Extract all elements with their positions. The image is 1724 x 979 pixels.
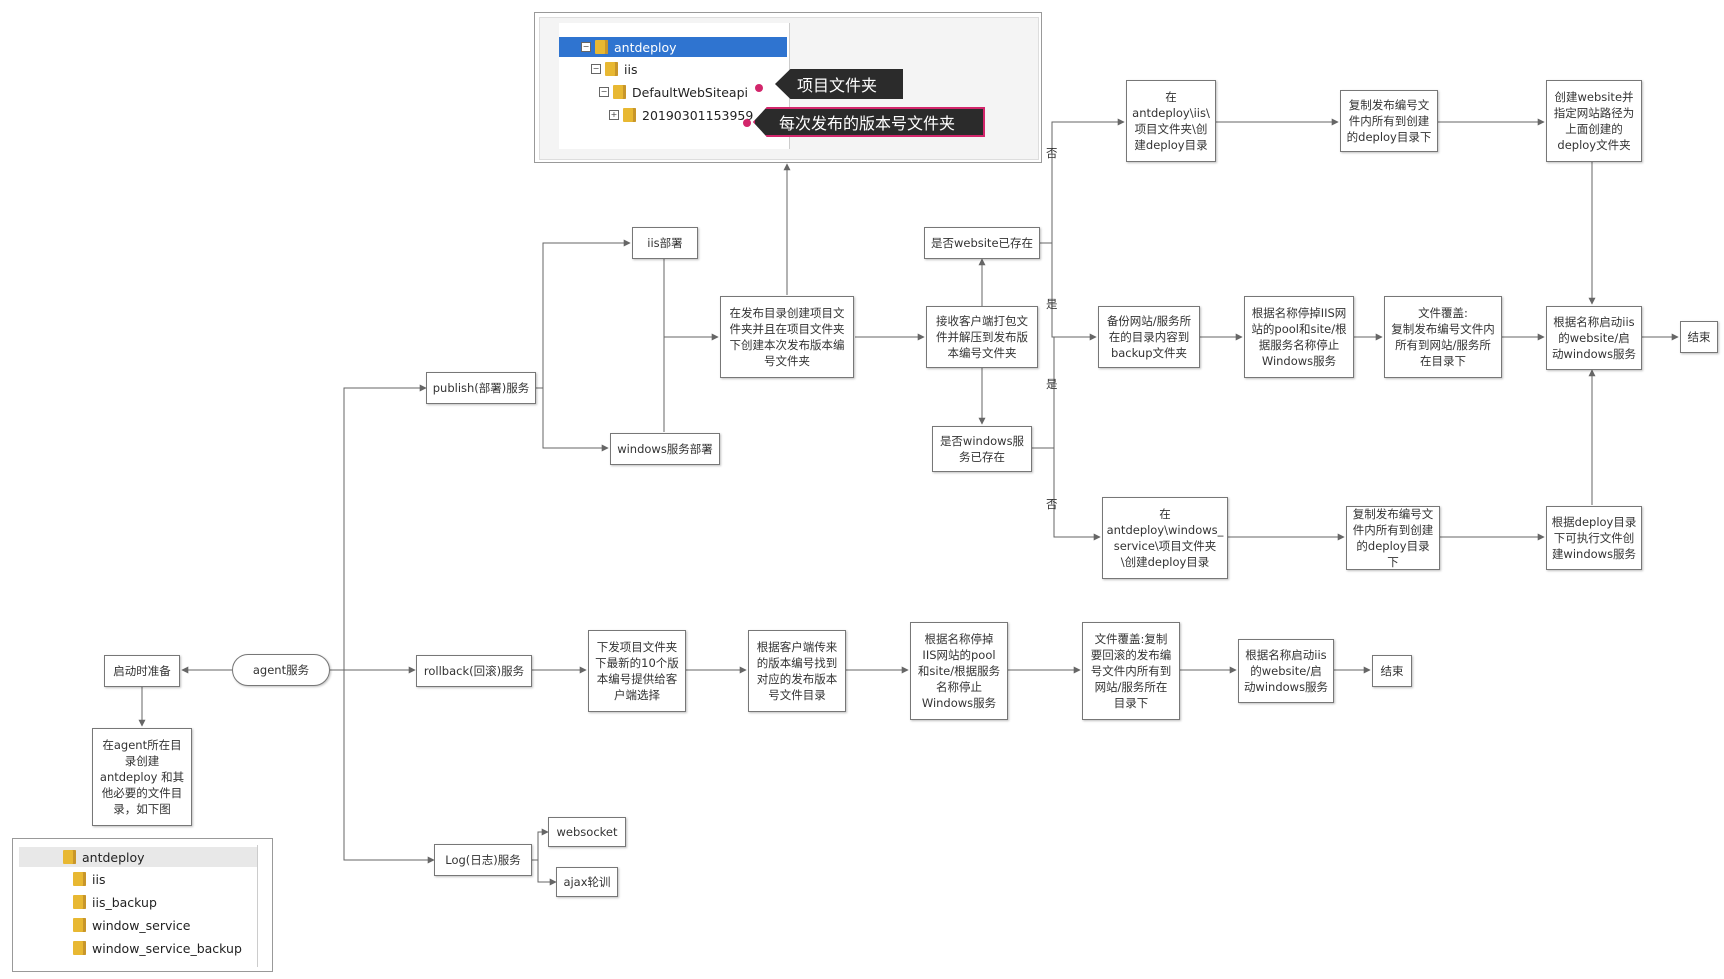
- folder-icon: [73, 918, 86, 932]
- folder-icon: [73, 941, 86, 955]
- tree-row-iis-top: − iis: [591, 59, 637, 79]
- tree-row-version: + 20190301153959: [609, 105, 753, 125]
- tree-row-antdeploy-top: − antdeploy: [559, 37, 787, 57]
- tree-row-window-service: window_service: [73, 915, 190, 935]
- node-end-rollback: 结束: [1372, 655, 1412, 687]
- node-receive-package: 接收客户端打包文 件并解压到发布版 本编号文件夹: [926, 306, 1038, 368]
- node-rb-overwrite: 文件覆盖:复制 要回滚的发布编 号文件内所有到 网站/服务所在 目录下: [1082, 622, 1180, 720]
- expand-icon: +: [609, 110, 619, 120]
- node-copy-to-iis-deploy: 复制发布编号文 件内所有到创建 的deploy目录下: [1340, 90, 1438, 152]
- tree-screenshot-top: − antdeploy − iis − DefaultWebSiteapi + …: [534, 12, 1042, 163]
- folder-icon: [613, 85, 626, 99]
- edge-agent-publish: [343, 384, 427, 670]
- tree-label: window_service: [92, 917, 191, 933]
- edge-log-websocket: [532, 828, 549, 861]
- tree-row-antdeploy-bottom: antdeploy: [19, 847, 257, 867]
- node-winsvc-deploy: windows服务部署: [610, 433, 720, 465]
- node-backup: 备份网站/服务所 在的目录内容到 backup文件夹: [1098, 306, 1200, 368]
- node-ajax-polling: ajax轮训: [556, 867, 618, 897]
- node-stop-by-name: 根据名称停掉IIS网 站的pool和site/根 据服务名称停止 Windows…: [1244, 296, 1354, 378]
- edge-site-no: [1051, 118, 1125, 243]
- edge-label-no-bottom: 否: [1046, 497, 1058, 511]
- tree-label: iis: [624, 61, 638, 77]
- node-create-dirs: 在agent所在目 录创建 antdeploy 和其 他必要的文件目 录，如下图: [92, 728, 192, 826]
- tree-label: 20190301153959: [642, 107, 754, 123]
- node-create-iis-deploy-dir: 在 antdeploy\iis\ 项目文件夹\创 建deploy目录: [1126, 80, 1216, 162]
- node-websocket: websocket: [548, 817, 626, 847]
- tree-label: antdeploy: [614, 39, 677, 55]
- marker-dot-icon: [743, 119, 751, 127]
- edge-agent-log: [343, 670, 435, 864]
- node-rollback-service: rollback(回滚)服务: [416, 655, 532, 687]
- node-winsvc-exists: 是否windows服 务已存在: [932, 426, 1032, 472]
- callout-version-folder: 每次发布的版本号文件夹: [753, 107, 985, 137]
- edge-label-yes-bottom: 是: [1046, 377, 1058, 391]
- node-copy-to-svc-deploy: 复制发布编号文 件内所有到创建 的deploy目录下: [1346, 506, 1440, 570]
- node-create-winsvc: 根据deploy目录 下可执行文件创 建windows服务: [1546, 506, 1642, 570]
- marker-dot-icon: [755, 84, 763, 92]
- edge-svc-no: [1053, 448, 1101, 541]
- node-rb-list-versions: 下发项目文件夹 下最新的10个版 本编号提供给客 户端选择: [588, 630, 686, 712]
- node-iis-deploy: iis部署: [632, 227, 698, 259]
- tree-row-iis-bottom: iis: [73, 869, 105, 889]
- node-startup-prep: 启动时准备: [104, 655, 180, 687]
- node-end-publish: 结束: [1680, 321, 1718, 353]
- collapse-icon: −: [581, 42, 591, 52]
- edge-label-no-top: 否: [1046, 146, 1058, 160]
- tree-label: iis_backup: [92, 894, 157, 910]
- node-overwrite-files: 文件覆盖: 复制发布编号文件内 所有到网站/服务所 在目录下: [1384, 296, 1502, 378]
- tree-row-window-service-backup: window_service_backup: [73, 938, 242, 958]
- node-rb-stop: 根据名称停掉 IIS网站的pool 和site/根据服务 名称停止 Window…: [910, 622, 1008, 720]
- node-create-version-folder: 在发布目录创建项目文 件夹并且在项目文件夹 下创建本次发布版本编 号文件夹: [720, 296, 854, 378]
- node-log-service: Log(日志)服务: [434, 844, 532, 876]
- folder-icon: [73, 895, 86, 909]
- folder-icon: [623, 108, 636, 122]
- node-rb-start: 根据名称启动iis 的website/启 动windows服务: [1238, 639, 1334, 703]
- node-start-by-name: 根据名称启动iis 的website/启 动windows服务: [1546, 306, 1642, 370]
- node-rb-find-version: 根据客户端传来 的版本编号找到 对应的发布版本 号文件目录: [748, 630, 846, 712]
- tree-label: antdeploy: [82, 849, 145, 865]
- edge-label-yes-top: 是: [1046, 297, 1058, 311]
- node-website-exists: 是否website已存在: [924, 227, 1040, 259]
- tree-row-defaultwebsiteapi: − DefaultWebSiteapi: [599, 82, 748, 102]
- tree-label: DefaultWebSiteapi: [632, 84, 748, 100]
- edge-log-ajax: [537, 860, 557, 886]
- node-create-website: 创建website并 指定网站路径为 上面创建的 deploy文件夹: [1546, 80, 1642, 162]
- folder-icon: [605, 62, 618, 76]
- folder-icon: [63, 850, 76, 864]
- callout-project-folder: 项目文件夹: [775, 69, 903, 99]
- folder-icon: [73, 872, 86, 886]
- edge-publish-iis: [536, 239, 631, 389]
- collapse-icon: −: [599, 87, 609, 97]
- folder-icon: [595, 40, 608, 54]
- edge-publish-winsvc: [542, 388, 609, 452]
- node-agent-service: agent服务: [232, 654, 330, 686]
- edge-site-yes: [1051, 243, 1097, 341]
- node-publish-service: publish(部署)服务: [426, 372, 536, 404]
- node-create-svc-deploy-dir: 在 antdeploy\windows_ service\项目文件夹 \创建de…: [1102, 497, 1228, 579]
- tree-label: iis: [92, 871, 106, 887]
- tree-row-iis-backup: iis_backup: [73, 892, 157, 912]
- tree-screenshot-bottom: antdeploy iis iis_backup window_service …: [12, 838, 273, 972]
- tree-label: window_service_backup: [92, 940, 242, 956]
- collapse-icon: −: [591, 64, 601, 74]
